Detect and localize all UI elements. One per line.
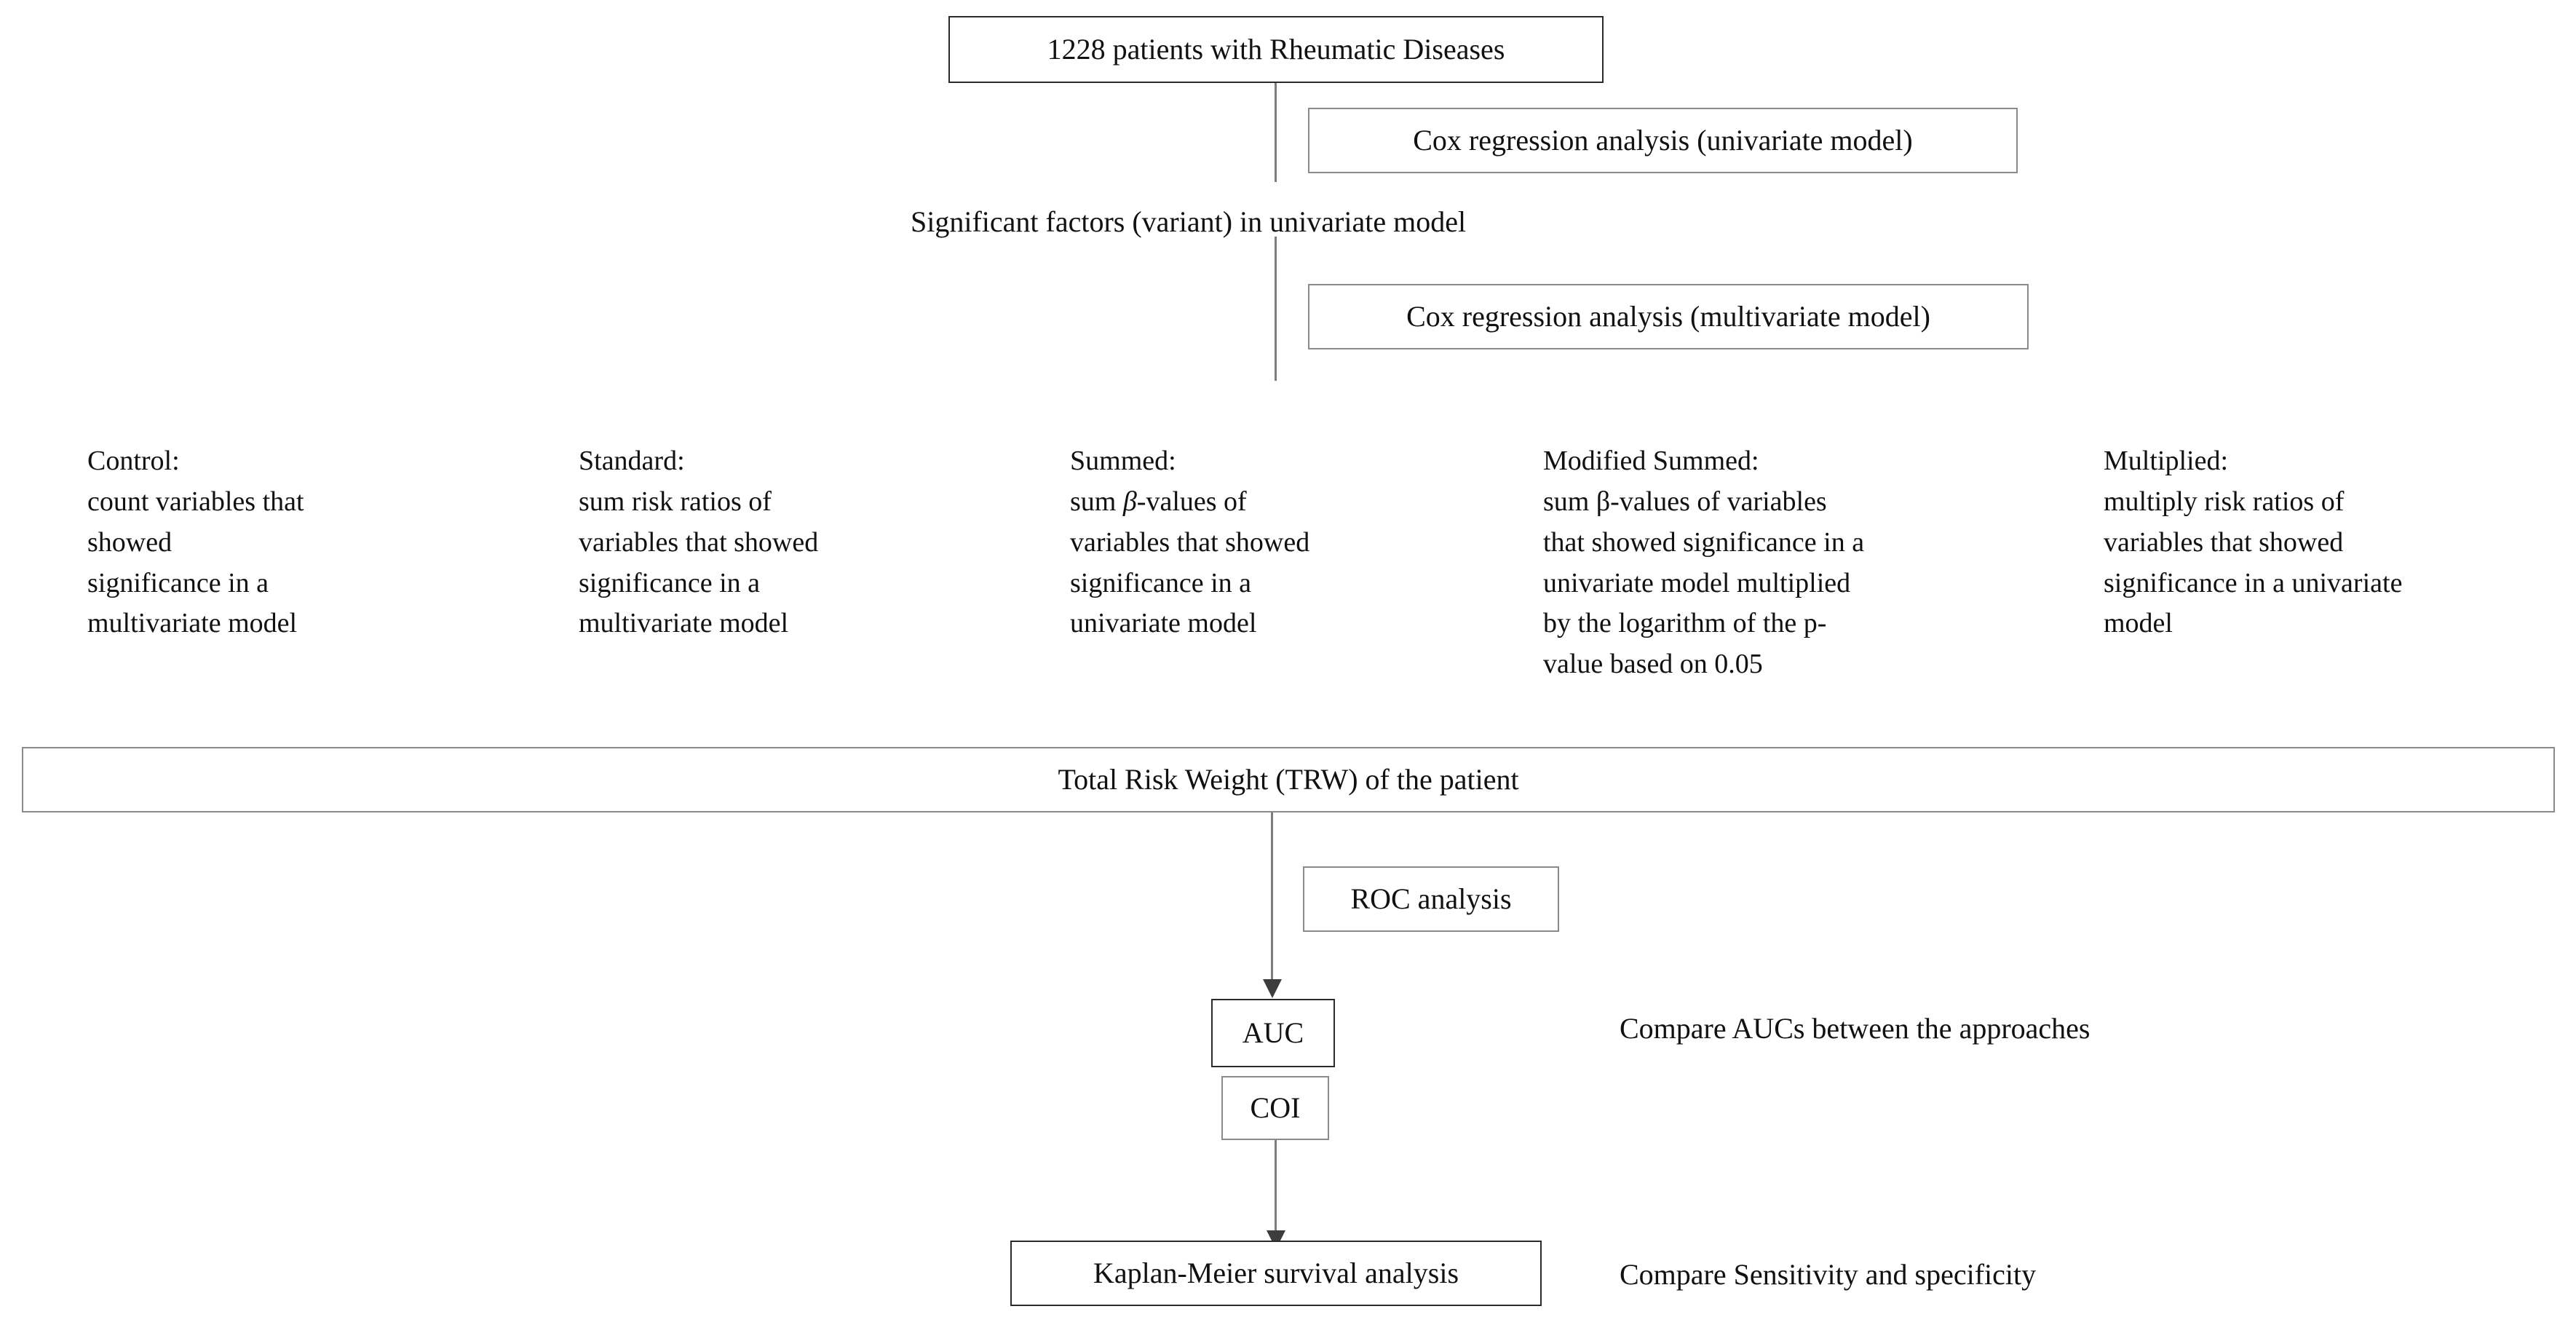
approach-column-multiplied: Multiplied: multiply risk ratios of vari… [2104, 441, 2576, 644]
approach-column-summed: Summed: sum β-values of variables that s… [1070, 441, 1536, 644]
node-kaplan-meier[interactable]: Kaplan-Meier survival analysis [1010, 1241, 1542, 1306]
approach-modified-summed-line-4: by the logarithm of the p- [1543, 608, 1827, 639]
node-roc-analysis[interactable]: ROC analysis [1303, 866, 1559, 932]
approach-control-line-3: significance in a [87, 567, 269, 598]
connector-cohort-to-significant [1275, 83, 1277, 182]
approach-standard-line-3: significance in a [579, 567, 761, 598]
approach-modified-summed-line-1: sum β-values of variables [1543, 486, 1827, 517]
approach-multiplied-line-4: model [2104, 608, 2173, 639]
annotation-compare-aucs-label: Compare AUCs between the approaches [1620, 1012, 2090, 1045]
approach-summed-line-3: significance in a [1070, 567, 1252, 598]
approach-column-standard: Standard: sum risk ratios of variables t… [579, 441, 1045, 644]
approach-summed-line-1: sum β-values of [1070, 486, 1247, 517]
approach-column-control: Control: count variables that showed sig… [87, 441, 553, 644]
approach-standard-header: Standard: [579, 446, 685, 476]
approach-summed-line-2: variables that showed [1070, 526, 1310, 558]
node-cohort-label: 1228 patients with Rheumatic Diseases [1047, 33, 1505, 66]
approach-control-line-2: showed [87, 526, 173, 558]
approach-modified-summed-line-5: value based on 0.05 [1543, 649, 1763, 680]
approach-modified-summed-line-2: that showed significance in a [1543, 526, 1865, 558]
annotation-compare-sensitivity: Compare Sensitivity and specificity [1620, 1258, 2036, 1292]
node-cox-multivariate[interactable]: Cox regression analysis (multivariate mo… [1308, 284, 2029, 349]
approach-summed-line-4: univariate model [1070, 608, 1257, 639]
approach-standard-line-1: sum risk ratios of [579, 486, 772, 517]
approach-control-line-4: multivariate model [87, 608, 298, 639]
approach-multiplied-line-3: significance in a univariate [2104, 567, 2403, 598]
approach-summed-header: Summed: [1070, 446, 1176, 476]
annotation-compare-aucs: Compare AUCs between the approaches [1620, 1012, 2090, 1045]
node-cox-multivariate-label: Cox regression analysis (multivariate mo… [1406, 300, 1930, 333]
node-auc-label: AUC [1242, 1016, 1304, 1049]
node-auc[interactable]: AUC [1211, 999, 1335, 1067]
node-total-risk-weight-label: Total Risk Weight (TRW) of the patient [1058, 763, 1519, 796]
node-cox-univariate[interactable]: Cox regression analysis (univariate mode… [1308, 108, 2018, 173]
node-roc-analysis-label: ROC analysis [1350, 882, 1512, 915]
node-total-risk-weight[interactable]: Total Risk Weight (TRW) of the patient [22, 747, 2555, 812]
annotation-compare-sensitivity-label: Compare Sensitivity and specificity [1620, 1258, 2037, 1291]
approach-column-modified-summed: Modified Summed: sum β-values of variabl… [1543, 441, 2096, 685]
node-cox-univariate-label: Cox regression analysis (univariate mode… [1413, 124, 1913, 157]
node-coi[interactable]: COI [1221, 1076, 1329, 1140]
arrowhead-trw-to-auc [1263, 979, 1282, 998]
approach-modified-summed-line-3: univariate model multiplied [1543, 567, 1851, 598]
approach-multiplied-line-2: variables that showed [2104, 526, 2344, 558]
node-coi-label: COI [1250, 1091, 1301, 1124]
approach-standard-line-2: variables that showed [579, 526, 819, 558]
approach-multiplied-line-1: multiply risk ratios of [2104, 486, 2345, 517]
approach-control-line-1: count variables that [87, 486, 304, 517]
node-significant-factors: Significant factors (variant) in univari… [911, 205, 1466, 239]
approach-standard-line-4: multivariate model [579, 608, 789, 639]
connector-coi-to-kaplan-meier [1275, 1140, 1277, 1242]
connector-significant-to-approaches [1275, 237, 1277, 381]
node-cohort[interactable]: 1228 patients with Rheumatic Diseases [948, 16, 1604, 83]
connector-trw-to-auc [1271, 812, 1273, 987]
node-kaplan-meier-label: Kaplan-Meier survival analysis [1093, 1257, 1459, 1289]
approach-control-header: Control: [87, 446, 180, 476]
node-significant-factors-label: Significant factors (variant) in univari… [911, 205, 1467, 238]
approach-multiplied-header: Multiplied: [2104, 446, 2228, 476]
approach-modified-summed-header: Modified Summed: [1543, 446, 1759, 476]
